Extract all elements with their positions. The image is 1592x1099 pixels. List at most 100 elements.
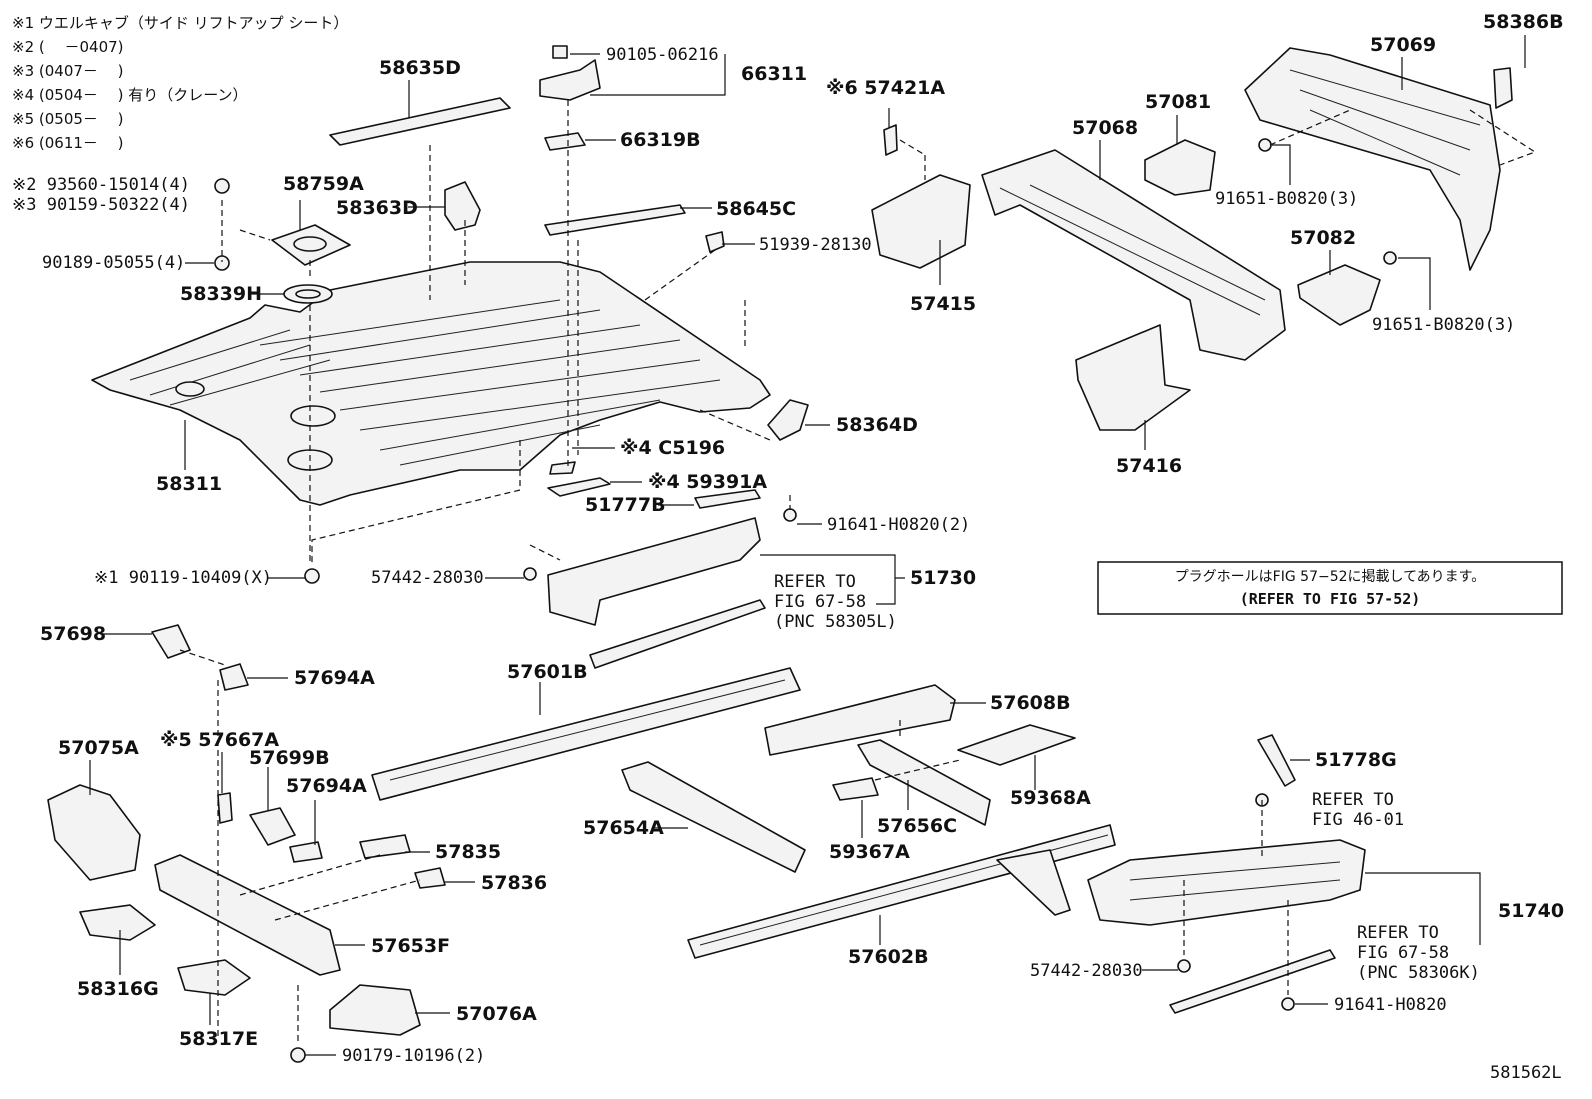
label-57602B: 57602B — [848, 946, 929, 968]
part-57076A — [329, 984, 421, 1036]
part-58363D — [444, 181, 481, 231]
label-57608B: 57608B — [990, 692, 1071, 714]
refer-3-line1: REFER TO — [1357, 923, 1439, 943]
label-57081: 57081 — [1145, 91, 1211, 113]
note-4: ※4 (0504－ ) 有り（クレーン） — [12, 86, 248, 104]
lower-right-members — [1087, 734, 1366, 1014]
bolt-91641-b — [1281, 997, 1295, 1011]
label-58364D: 58364D — [836, 414, 918, 436]
part-57075A — [47, 784, 141, 881]
part-59368A — [957, 724, 1076, 766]
label-C5196: ※4 C5196 — [620, 437, 725, 459]
note-5: ※5 (0505－ ) — [12, 110, 124, 128]
part-58316G — [79, 904, 156, 941]
label-66319B: 66319B — [620, 129, 701, 151]
label-90189: 90189-05055(4) — [42, 253, 185, 273]
label-57835: 57835 — [435, 841, 501, 863]
label-59368A: 59368A — [1010, 787, 1091, 809]
part-58386B — [1493, 67, 1513, 109]
part-57069 — [1244, 47, 1501, 271]
label-57442-28030-a: 57442-28030 — [371, 568, 484, 588]
label-91641-H0820-2: 91641-H0820(2) — [827, 515, 970, 535]
label-57699B: 57699B — [249, 747, 330, 769]
part-51740 — [1087, 839, 1366, 926]
label-90159: ※3 90159-50322(4) — [12, 195, 190, 215]
label-57076A: 57076A — [456, 1003, 537, 1025]
plug-hole-note: プラグホールはFIG 57−52に掲載してあります。 (REFER TO FIG… — [1097, 561, 1563, 615]
part-57654A — [621, 761, 806, 873]
refer-2-line1: REFER TO — [1312, 790, 1394, 810]
label-57075A: 57075A — [58, 737, 139, 759]
label-91651-B0820-b: 91651-B0820(3) — [1372, 315, 1515, 335]
part-57694A-1 — [219, 663, 249, 691]
part-58635D — [329, 97, 511, 146]
label-90119: ※1 90119-10409(X) — [94, 568, 272, 588]
refer-1-line2: FIG 67-58 — [774, 592, 866, 612]
part-51730 — [547, 517, 761, 626]
refer-2-line2: FIG 46-01 — [1312, 810, 1404, 830]
part-57415 — [871, 174, 971, 269]
dashed-guides — [179, 100, 1537, 1045]
part-57656C — [857, 739, 991, 826]
label-58759A: 58759A — [283, 173, 364, 195]
bolt-90189 — [214, 255, 230, 271]
label-57069: 57069 — [1370, 34, 1436, 56]
label-58316G: 58316G — [77, 978, 159, 1000]
part-57667A — [217, 792, 233, 824]
part-57694A-2 — [289, 841, 323, 863]
label-57416: 57416 — [1116, 455, 1182, 477]
label-51939-28130: 51939-28130 — [759, 235, 872, 255]
part-51778G — [1257, 734, 1296, 787]
part-59367A — [832, 777, 879, 801]
part-C5196 — [549, 461, 576, 475]
leader-lines — [89, 35, 1526, 1056]
clip-51939 — [705, 231, 725, 253]
label-59391A: ※4 59391A — [648, 471, 767, 493]
note-2: ※2 ( －0407) — [12, 38, 124, 56]
bolt-91641-a — [783, 508, 797, 522]
part-57601B — [371, 667, 801, 801]
label-51777B: 51777B — [585, 494, 666, 516]
label-93560: ※2 93560-15014(4) — [12, 175, 190, 195]
part-58317E — [177, 959, 251, 996]
label-58645C: 58645C — [716, 198, 796, 220]
refer-3-line2: FIG 67-58 — [1357, 943, 1449, 963]
part-57416 — [1075, 324, 1191, 431]
label-57836: 57836 — [481, 872, 547, 894]
label-66311: 66311 — [741, 63, 807, 85]
part-57082 — [1297, 264, 1381, 326]
bolt-57442-b — [1177, 959, 1191, 973]
bolt-90179 — [290, 1047, 306, 1063]
part-labels: 58635D 90105-06216 66311 66319B 58645C 5… — [12, 11, 1564, 1066]
part-58364D — [767, 399, 809, 441]
label-57601B: 57601B — [507, 661, 588, 683]
ref-58305L — [589, 599, 766, 669]
ref-58306K — [1169, 949, 1336, 1014]
label-58317E: 58317E — [179, 1028, 258, 1050]
part-57068 — [981, 149, 1286, 361]
part-66311 — [539, 59, 601, 101]
label-57442-28030-b: 57442-28030 — [1030, 961, 1143, 981]
footnotes: ※1 ウエルキャブ（サイド リフトアップ シート） ※2 ( －0407) ※3… — [12, 14, 348, 152]
part-57421A — [883, 124, 898, 156]
middle-members — [371, 489, 1116, 959]
bolt-93560 — [214, 178, 230, 194]
note-1: ※1 ウエルキャブ（サイド リフトアップ シート） — [12, 14, 348, 32]
refer-1-line3: (PNC 58305L) — [774, 612, 897, 632]
label-51740: 51740 — [1498, 900, 1564, 922]
label-58386B: 58386B — [1483, 11, 1564, 33]
part-57699B — [249, 807, 296, 846]
part-57698 — [151, 624, 191, 659]
part-57081 — [1144, 139, 1216, 196]
label-91641-H0820: 91641-H0820 — [1334, 995, 1447, 1015]
label-58363D: 58363D — [336, 197, 418, 219]
bolt-91651-b — [1383, 251, 1397, 265]
label-58339H: 58339H — [180, 283, 262, 305]
label-57656C: 57656C — [877, 815, 957, 837]
refer-3-line3: (PNC 58306K) — [1357, 963, 1480, 983]
part-59391A — [547, 477, 611, 497]
label-57698: 57698 — [40, 623, 106, 645]
label-57068: 57068 — [1072, 117, 1138, 139]
part-58645C — [544, 204, 686, 236]
